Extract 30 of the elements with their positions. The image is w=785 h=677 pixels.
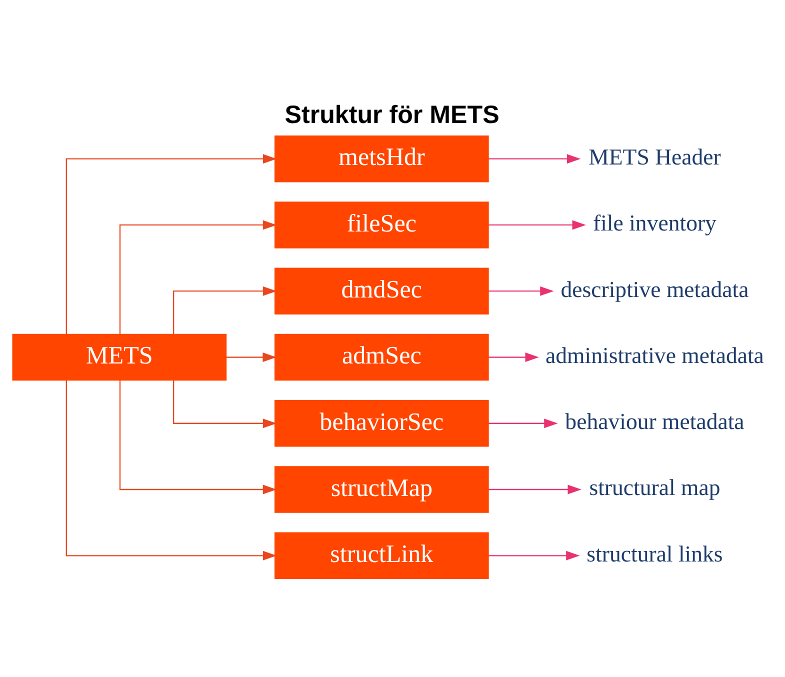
arrow [119,380,277,494]
arrow [488,220,586,230]
node-box: structMap [274,466,489,512]
arrow [226,352,276,362]
arrow [488,550,580,560]
arrow [173,380,277,428]
arrow [488,484,582,494]
arrow [173,286,277,334]
node-text: descriptive metadata [560,276,749,302]
node-box: dmdSec [274,267,489,314]
arrow [488,154,581,164]
node-text: behaviour metadata [565,408,744,434]
node-text: file inventory [593,210,716,236]
node-text: structural links [586,540,723,566]
node-box: metsHdr [274,134,489,182]
node-box: behaviorSec [274,400,489,446]
node-text: administrative metadata [546,342,764,368]
node-text: METS Header [588,144,721,170]
arrow [66,154,277,334]
arrow [488,418,558,428]
node-box: fileSec [274,201,489,248]
node-box: admSec [274,333,489,380]
arrow [488,286,554,296]
node-box: METS [12,333,227,380]
arrow [66,380,277,560]
diagram-title: Struktur för METS [284,100,500,129]
arrow [119,220,277,334]
arrow [488,352,539,362]
node-box: structLink [274,532,489,579]
node-text: structural map [589,474,720,500]
